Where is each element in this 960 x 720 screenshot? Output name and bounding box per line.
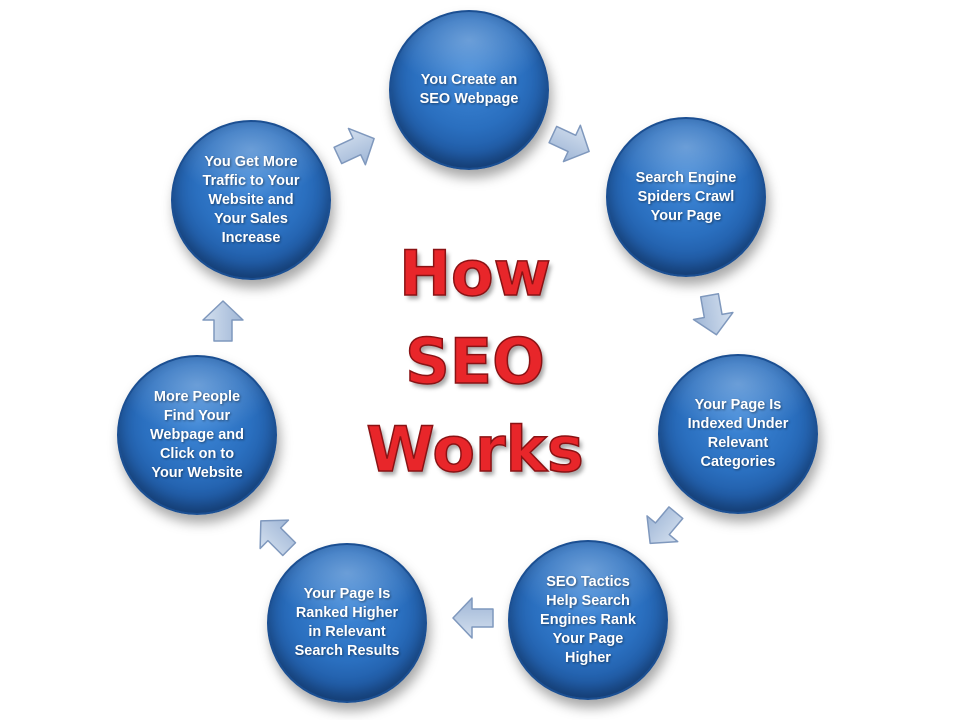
arrow-down-left-icon bbox=[631, 496, 696, 561]
arrow-up-left-icon bbox=[242, 502, 307, 567]
step-spiders-crawl: Search Engine Spiders Crawl Your Page bbox=[606, 117, 766, 277]
step-create-webpage: You Create an SEO Webpage bbox=[389, 10, 549, 170]
step-label: More People Find Your Webpage and Click … bbox=[150, 388, 244, 481]
diagram-title: How SEO Works bbox=[330, 230, 620, 494]
step-label: Your Page Is Ranked Higher in Relevant S… bbox=[294, 586, 400, 659]
step-more-traffic: You Get More Traffic to Your Website and… bbox=[171, 120, 331, 280]
step-seo-tactics: SEO Tactics Help Search Engines Rank You… bbox=[508, 540, 668, 700]
step-ranked-higher: Your Page Is Ranked Higher in Relevant S… bbox=[267, 543, 427, 703]
title-line-1: How bbox=[398, 236, 551, 311]
step-indexed: Your Page Is Indexed Under Relevant Cate… bbox=[658, 354, 818, 514]
arrow-left-icon bbox=[450, 595, 496, 641]
step-label: SEO Tactics Help Search Engines Rank You… bbox=[540, 573, 636, 666]
title-line-3: Works bbox=[366, 412, 585, 487]
arrow-down-icon bbox=[686, 288, 739, 341]
step-label: Your Page Is Indexed Under Relevant Cate… bbox=[687, 397, 789, 470]
step-label: You Get More Traffic to Your Website and… bbox=[202, 153, 300, 246]
arrow-up-icon bbox=[200, 298, 246, 344]
step-label: You Create an SEO Webpage bbox=[419, 72, 519, 107]
step-label: Search Engine Spiders Crawl Your Page bbox=[635, 169, 737, 224]
title-line-2: SEO bbox=[404, 324, 545, 399]
step-more-people-find: More People Find Your Webpage and Click … bbox=[117, 355, 277, 515]
arrow-up-right-icon bbox=[325, 116, 386, 177]
arrow-right-icon bbox=[540, 112, 601, 173]
